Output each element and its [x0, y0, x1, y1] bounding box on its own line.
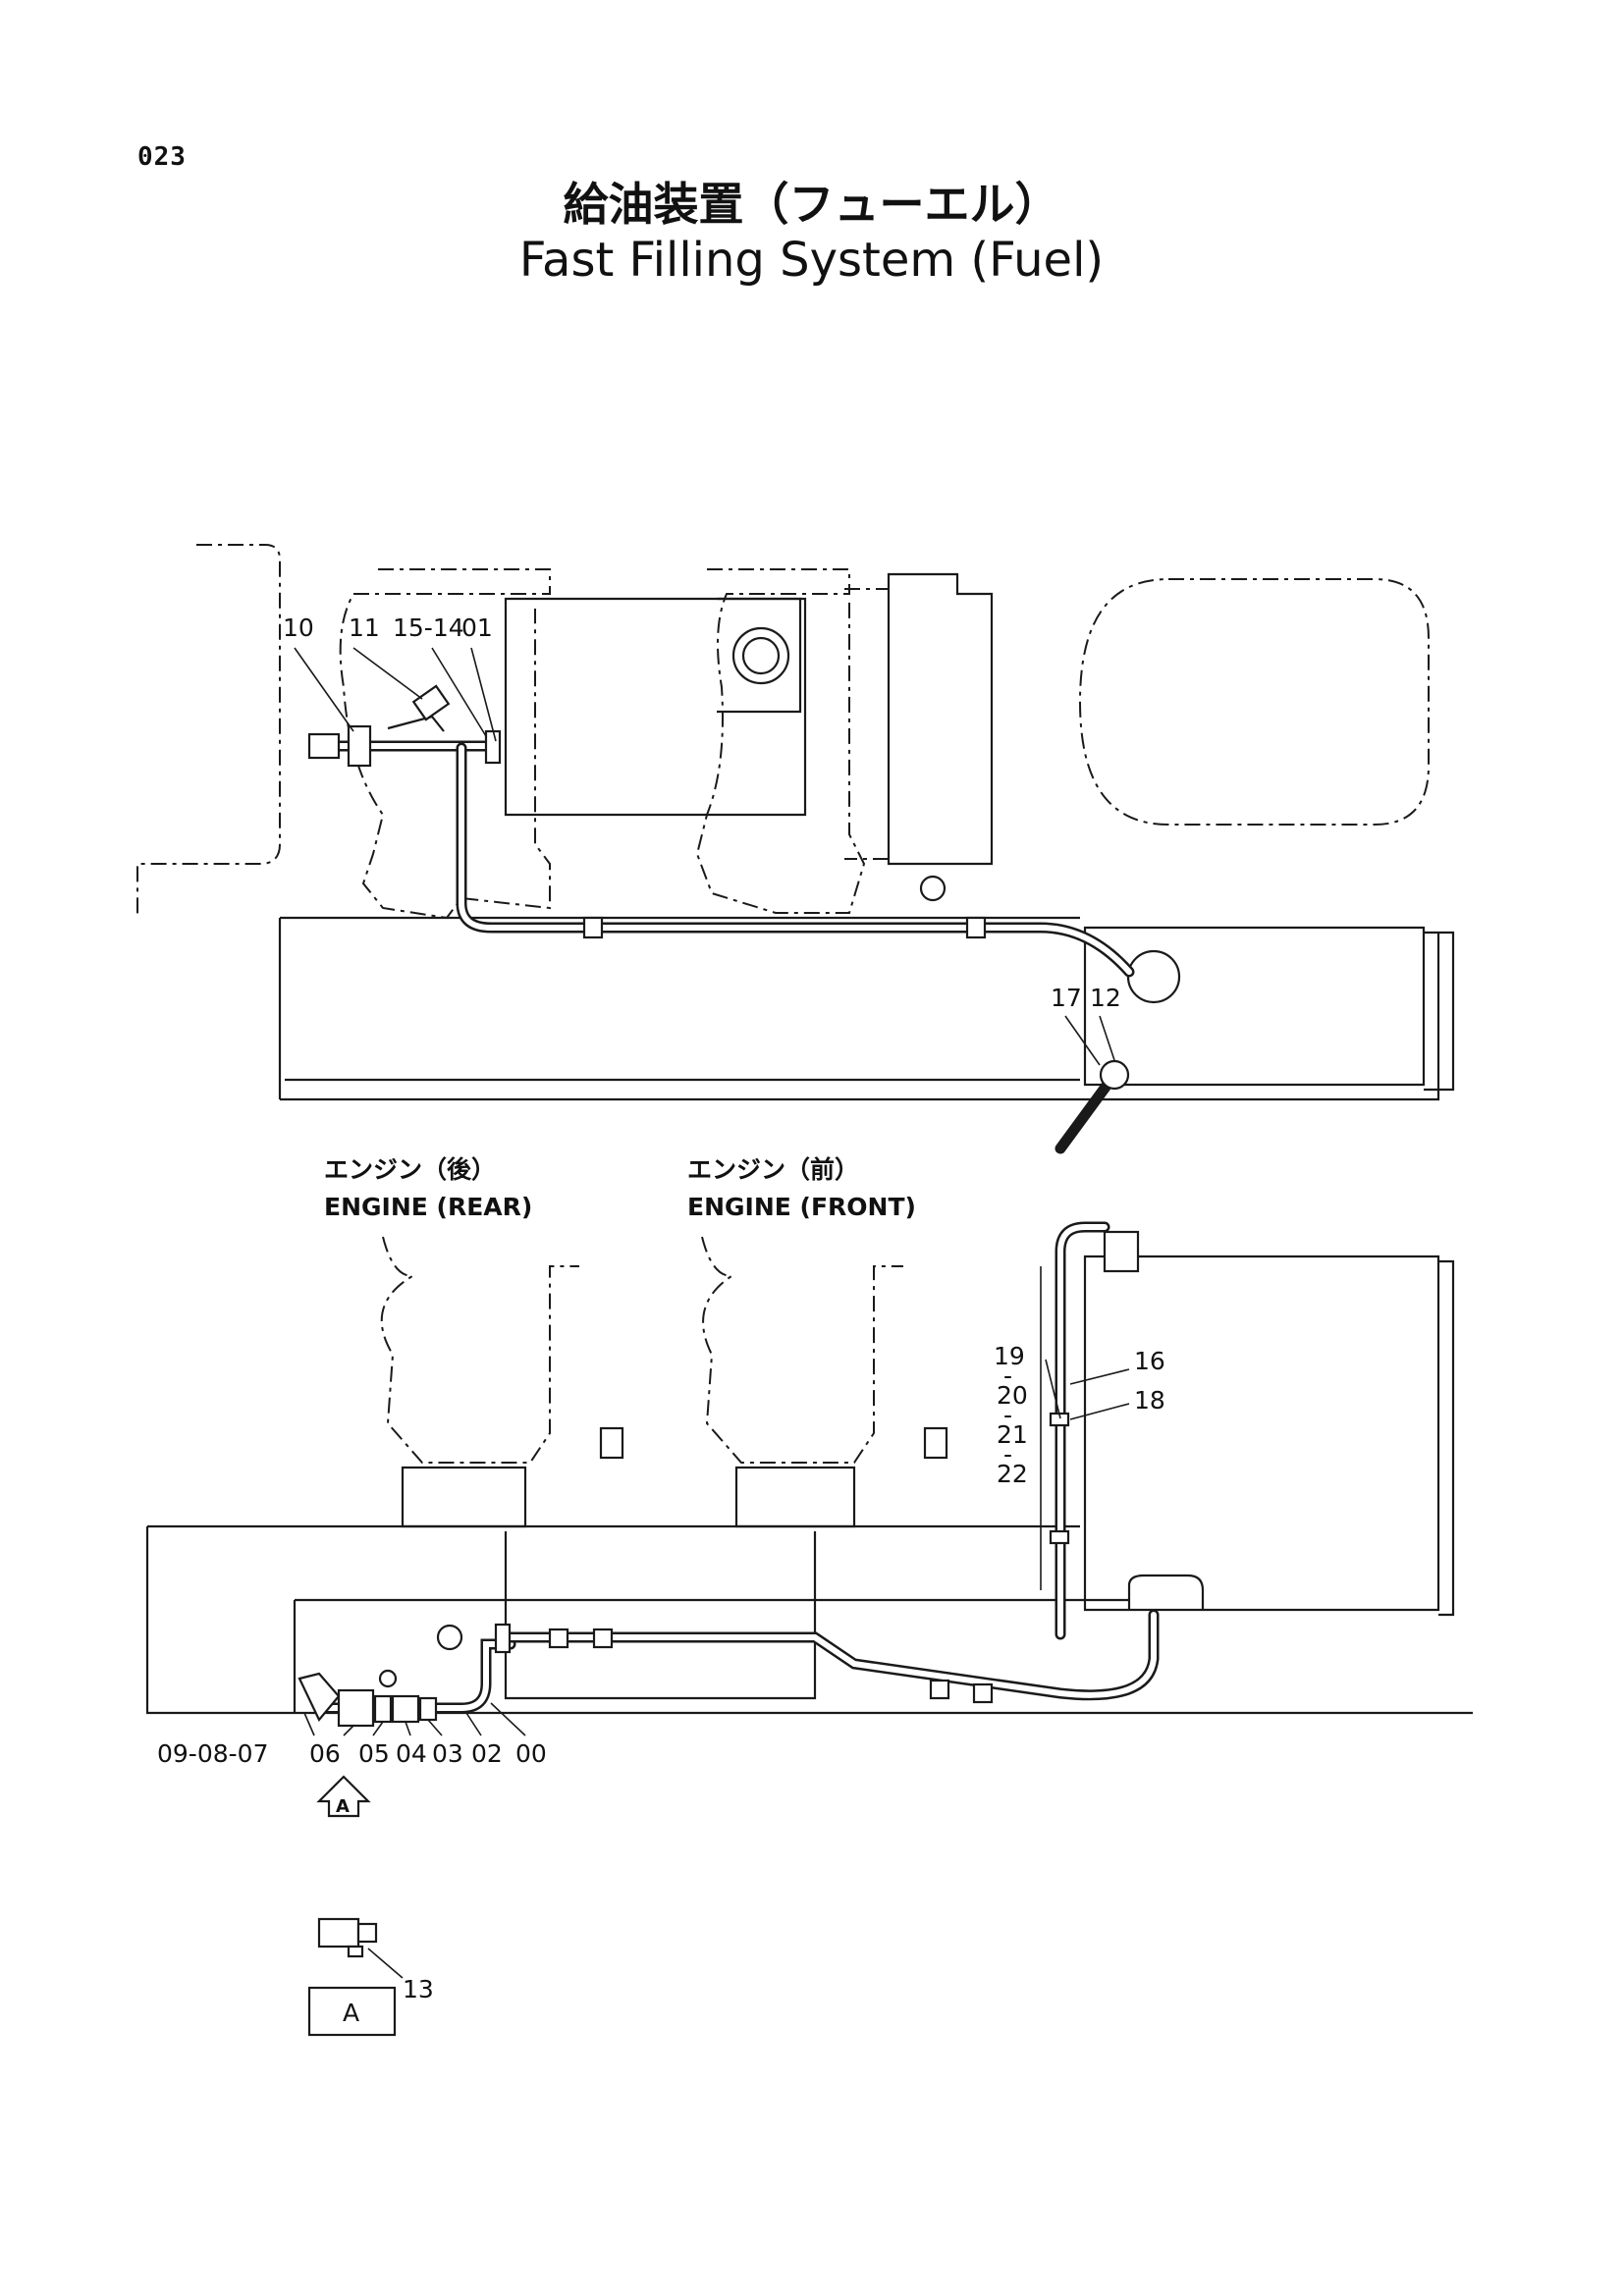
- callout-12: 12: [1090, 984, 1121, 1012]
- engine-front-silhouette: [695, 568, 866, 914]
- engine-front-side-silhouette: [701, 1236, 903, 1464]
- joint-side-4: [972, 1682, 994, 1704]
- engine-front-oilpan: [734, 1466, 856, 1528]
- frame-side-bottom: [145, 1526, 1473, 1715]
- engine-rear-side-silhouette: [380, 1236, 579, 1464]
- callout-17: 17: [1051, 984, 1082, 1012]
- breather-cap: [1103, 1230, 1140, 1273]
- callout-16: 16: [1134, 1347, 1165, 1375]
- title-japanese: 給油装置（フューエル）: [563, 178, 1060, 231]
- engine-front-label-en: ENGINE (FRONT): [687, 1193, 916, 1221]
- joint-side-3: [929, 1679, 950, 1700]
- callout-03: 03: [432, 1739, 463, 1768]
- callout-dash-3: -: [1003, 1440, 1012, 1468]
- coupler-body-06: [337, 1688, 375, 1728]
- fitting-03: [418, 1696, 438, 1722]
- tank-filler-circle: [1126, 949, 1181, 1004]
- detail-bracket: [347, 1945, 364, 1958]
- engine-rear-label-jp: エンジン（後）: [324, 1155, 496, 1184]
- filler-pipe-12: [1055, 1069, 1120, 1154]
- pipe-joint-2: [965, 916, 987, 939]
- cooler-block: [887, 572, 994, 866]
- filter-front: [923, 1426, 948, 1460]
- callout-21: 21: [997, 1420, 1028, 1449]
- detail-coupler-body: [317, 1917, 360, 1949]
- flange-side: [494, 1623, 512, 1654]
- callout-22: 22: [997, 1460, 1028, 1488]
- filler-cap-12: [1099, 1059, 1130, 1091]
- valve-05: [373, 1694, 393, 1724]
- callout-dash-2: -: [1003, 1401, 1012, 1429]
- tank-side-edge: [1438, 1259, 1455, 1617]
- callout-05: 05: [358, 1739, 390, 1768]
- supply-pipe-top: [456, 742, 1135, 978]
- detail-label-a: A: [343, 1999, 359, 2027]
- cooler-cap-circle: [919, 875, 947, 902]
- callout-02: 02: [471, 1739, 503, 1768]
- oil-pan-frame: [504, 1531, 817, 1700]
- cab-outline: [1078, 578, 1430, 826]
- callout-18: 18: [1134, 1386, 1165, 1415]
- valve-handle-05: [378, 1669, 398, 1688]
- cooler-outline-left: [844, 588, 890, 860]
- side-view: エンジン（後） ENGINE (REAR) エンジン（前） ENGINE (FR…: [145, 1155, 1473, 1818]
- callout-01: 01: [461, 614, 493, 642]
- engine-rear-oilpan: [401, 1466, 527, 1528]
- clamp-lower: [1049, 1529, 1070, 1545]
- frame-bottom-edge: [280, 933, 1440, 1101]
- callout-19: 19: [994, 1342, 1025, 1370]
- callout-dash-1: -: [1003, 1362, 1012, 1390]
- page-number: 023: [137, 142, 187, 172]
- frame-outline-left: [136, 544, 281, 918]
- joint-side-2: [592, 1628, 614, 1649]
- title-english: Fast Filling System (Fuel): [518, 233, 1105, 288]
- elbow-00: [436, 1624, 463, 1651]
- callout-13: 13: [403, 1975, 434, 2003]
- engine-rear-label-en: ENGINE (REAR): [324, 1193, 532, 1221]
- view-arrow-a-label: A: [336, 1796, 350, 1817]
- pipe-joint-1: [582, 916, 604, 939]
- callout-00: 00: [515, 1739, 547, 1768]
- callout-10: 10: [283, 614, 314, 642]
- tank-top-outline: [1083, 926, 1426, 1087]
- fitting-04: [391, 1694, 420, 1724]
- valve-body-top: [347, 724, 372, 768]
- engine-front-filter-inner: [741, 636, 781, 675]
- filter-rear: [599, 1426, 624, 1460]
- hose-link-11: [387, 715, 445, 732]
- bracket-01: [484, 729, 502, 765]
- joint-side-1: [548, 1628, 569, 1649]
- tank-top-edge: [1424, 931, 1455, 1092]
- detail-coupler-tip: [356, 1922, 378, 1944]
- callout-06: 06: [309, 1739, 341, 1768]
- engine-front-label-jp: エンジン（前）: [687, 1155, 859, 1184]
- tank-bottom-port: [1127, 1574, 1205, 1610]
- callout-09-08-07: 09-08-07: [157, 1739, 268, 1768]
- view-arrow-a: [316, 1775, 371, 1818]
- detail-label-box: [307, 1986, 397, 2037]
- callout-11: 11: [349, 614, 380, 642]
- tank-side: [1083, 1255, 1440, 1612]
- engine-rear-block: [504, 597, 807, 817]
- callout-20: 20: [997, 1381, 1028, 1410]
- callout-15-14: 15-14: [393, 614, 464, 642]
- detail-view-a: 13 A: [307, 1917, 434, 2037]
- engine-front-block: [717, 597, 802, 714]
- coupler-cap: [307, 732, 341, 760]
- engine-front-filter-outer: [731, 626, 790, 685]
- nozzle-11: [411, 684, 451, 721]
- vent-pipe-16: [1055, 1221, 1110, 1640]
- top-view: 10 11 15-14 01 17 12: [136, 544, 1455, 1154]
- callout-04: 04: [396, 1739, 427, 1768]
